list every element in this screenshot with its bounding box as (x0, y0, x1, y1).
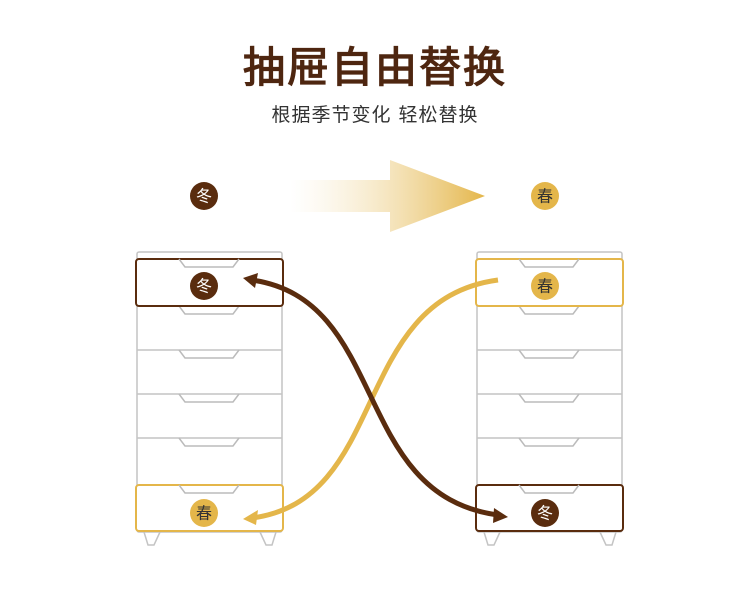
winter-marker-top: 冬 (190, 182, 218, 210)
winter-label: 冬 (196, 277, 212, 296)
right-bottom-drawer-winter: 冬 (475, 484, 624, 532)
left-top-drawer-winter: 冬 (135, 258, 284, 307)
spring-label: 春 (196, 504, 212, 523)
left-bottom-drawer-spring: 春 (135, 484, 284, 532)
spring-label: 春 (537, 187, 553, 206)
page-subtitle: 根据季节变化 轻松替换 (271, 104, 479, 126)
left-cabinet (136, 251, 283, 546)
winter-label: 冬 (196, 187, 212, 206)
page-title: 抽屉自由替换 (242, 43, 507, 92)
winter-label: 冬 (537, 504, 553, 523)
transition-arrow-icon (290, 160, 485, 232)
winter-swap-arrow-icon (243, 273, 508, 523)
spring-label: 春 (537, 277, 553, 296)
spring-marker-top: 春 (531, 182, 559, 210)
